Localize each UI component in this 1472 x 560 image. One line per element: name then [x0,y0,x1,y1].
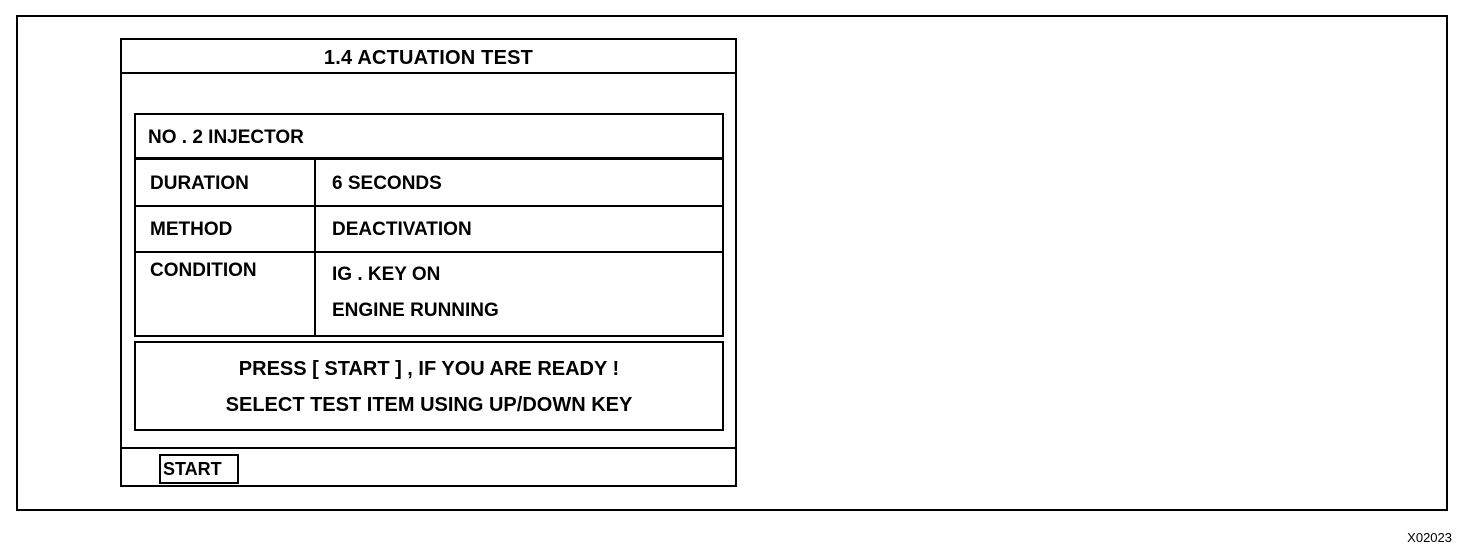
condition-label: CONDITION [136,253,316,335]
method-value: DEACTIVATION [332,219,472,240]
duration-value: 6 SECONDS [332,173,442,194]
test-item-name: NO . 2 INJECTOR [136,115,722,160]
start-button[interactable]: START [159,454,239,484]
condition-value: IG . KEY ON ENGINE RUNNING [316,253,722,335]
table-row-method: METHOD DEACTIVATION [136,207,722,253]
function-key-bar: START [122,447,735,485]
table-row-duration: DURATION 6 SECONDS [136,160,722,207]
condition-line-1: IG . KEY ON [332,264,441,285]
duration-label: DURATION [136,160,316,205]
instruction-line-1: PRESS [ START ] , IF YOU ARE READY ! [238,358,620,380]
instruction-message: PRESS [ START ] , IF YOU ARE READY ! SEL… [134,341,724,431]
figure-code: X02023 [1407,530,1452,545]
instruction-line-2: SELECT TEST ITEM USING UP/DOWN KEY [225,394,633,416]
condition-line-2: ENGINE RUNNING [332,300,499,321]
screen-title: 1.4 ACTUATION TEST [122,40,735,74]
test-info-table: NO . 2 INJECTOR DURATION 6 SECONDS METHO… [134,113,724,337]
tester-screen: 1.4 ACTUATION TEST NO . 2 INJECTOR DURAT… [120,38,737,487]
table-row-condition: CONDITION IG . KEY ON ENGINE RUNNING [136,253,722,335]
method-label: METHOD [136,207,316,251]
figure-frame [16,15,1448,511]
